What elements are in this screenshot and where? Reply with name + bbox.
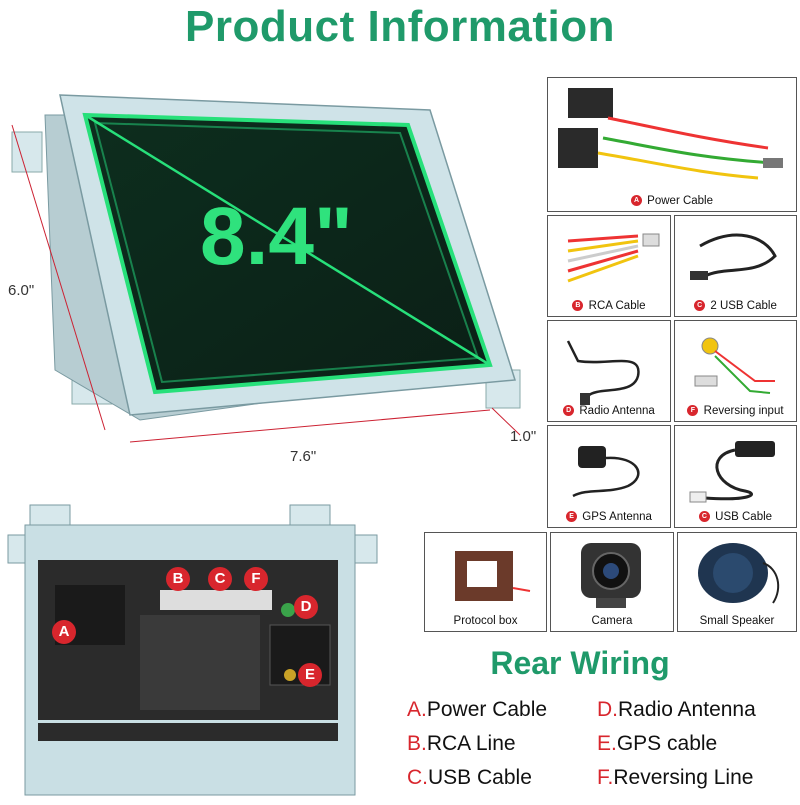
accessory-card-rca-cable: B RCA Cable [547, 215, 671, 317]
radio-antenna-icon [566, 340, 640, 405]
height-dimension: 6.0" [8, 282, 35, 299]
power-cable-icon [558, 88, 783, 180]
accessory-label: Protocol box [453, 615, 518, 627]
reversing-input-icon [694, 337, 775, 394]
accessory-label: Camera [591, 615, 633, 627]
marker-badge: A [630, 195, 642, 207]
accessory-label: Power Cable [647, 195, 714, 207]
product-illustration: 8.4" 6.0" 7.6" 1.0" [0, 70, 545, 490]
rear-marker-d: D [294, 595, 318, 619]
marker-badge: B [572, 300, 584, 312]
legend-item-d: D.Radio Antenna [597, 698, 756, 721]
rca-cable-icon [567, 233, 660, 283]
accessory-label: Radio Antenna [579, 405, 655, 417]
accessory-card-usb-cable: C USB Cable [674, 425, 797, 528]
marker-badge: C [698, 511, 710, 523]
head-unit-drawing [11, 94, 521, 443]
rear-marker-c: C [208, 567, 232, 591]
rear-marker-f: F [244, 567, 268, 591]
legend-item-f: F.Reversing Line [597, 766, 754, 789]
accessory-card-camera: Camera [550, 532, 674, 632]
marker-badge: E [566, 511, 578, 523]
marker-badge: D [563, 405, 575, 417]
legend-item-a: A.Power Cable [407, 698, 548, 721]
accessory-label: RCA Cable [588, 300, 646, 312]
accessory-label: USB Cable [715, 511, 773, 523]
gps-antenna-icon [572, 446, 640, 498]
speaker-icon [698, 543, 780, 604]
legend-item-b: B.RCA Line [407, 732, 516, 755]
legend-item-e: E.GPS cable [597, 732, 718, 755]
rear-wiring-title: Rear Wiring [490, 645, 670, 681]
usb-cable-icon [690, 233, 777, 280]
marker-badge: C [694, 300, 706, 312]
page-title: Product Information [185, 2, 615, 51]
depth-dimension: 1.0" [510, 428, 537, 445]
accessory-label: 2 USB Cable [710, 300, 777, 312]
accessory-card-reversing-input: F Reversing input [674, 320, 797, 422]
screen-size-label: 8.4" [200, 191, 353, 282]
usb-cable-icon [689, 441, 775, 503]
accessory-card-protocol-box: Protocol box [424, 532, 547, 632]
rear-marker-b: B [166, 567, 190, 591]
accessory-card-power-cable: A Power Cable [547, 77, 797, 212]
accessory-label: Reversing input [703, 405, 784, 417]
accessory-label: GPS Antenna [582, 511, 652, 523]
marker-badge: F [687, 405, 699, 417]
rear-panel-illustration: A B C F D E [0, 495, 400, 800]
legend-item-c: C.USB Cable [407, 766, 532, 789]
accessory-card-small-speaker: Small Speaker [677, 532, 797, 632]
rear-marker-a: A [52, 620, 76, 644]
rear-panel-drawing [7, 504, 378, 796]
protocol-box-icon [455, 551, 531, 601]
width-dimension: 7.6" [290, 448, 317, 465]
accessory-label: Small Speaker [699, 615, 775, 627]
accessory-card-gps-antenna: E GPS Antenna [547, 425, 671, 528]
accessory-card-radio-antenna: D Radio Antenna [547, 320, 671, 422]
rear-marker-e: E [298, 663, 322, 687]
accessory-card-2-usb-cable: C 2 USB Cable [674, 215, 797, 317]
camera-icon [581, 543, 641, 608]
